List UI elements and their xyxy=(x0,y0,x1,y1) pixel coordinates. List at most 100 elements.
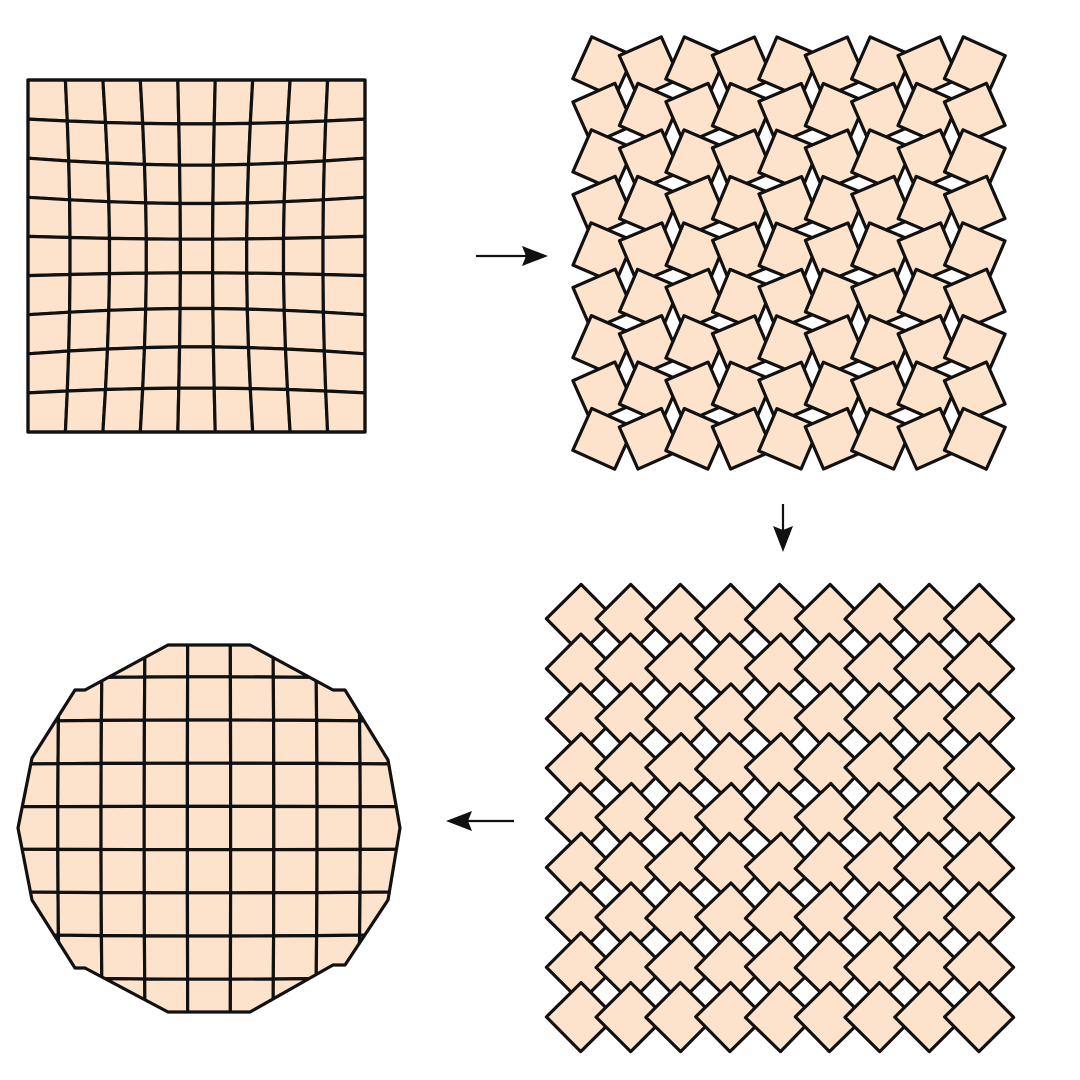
diamond-tile xyxy=(942,732,1016,805)
arrow-down xyxy=(773,504,793,552)
grid-cell xyxy=(248,78,292,126)
grid-cell xyxy=(56,761,103,809)
rotated-tile xyxy=(664,406,729,471)
warped-square-grid xyxy=(26,78,367,434)
rotated-tile xyxy=(942,360,1007,425)
grid-cell xyxy=(321,156,367,202)
grid-cell xyxy=(177,345,216,390)
diamond-tile xyxy=(942,931,1016,1004)
grid-cell xyxy=(67,308,111,353)
grid-cell xyxy=(178,271,215,311)
grid-cell xyxy=(101,78,145,126)
grid-cell xyxy=(142,718,190,765)
rotated-tile xyxy=(942,406,1007,471)
grid-cell xyxy=(18,933,61,980)
grid-cell xyxy=(99,890,146,938)
grid-cell xyxy=(358,762,400,809)
grid-cell xyxy=(211,345,252,391)
grid-cell xyxy=(281,235,325,277)
grid-cell xyxy=(63,387,108,434)
grid-cell xyxy=(185,891,233,938)
grid-cell xyxy=(229,804,276,852)
grid-cell xyxy=(107,200,148,241)
grid-cell xyxy=(142,761,189,809)
rotated-tile xyxy=(571,406,636,471)
arrow-right xyxy=(476,246,548,266)
grid-cell xyxy=(324,78,367,123)
diamond-tile xyxy=(644,980,717,1054)
grid-cell xyxy=(176,78,217,126)
grid-cell xyxy=(272,718,319,766)
grid-cell xyxy=(144,271,182,311)
grid-cell xyxy=(322,117,367,163)
grid-cell xyxy=(185,934,233,981)
grid-cell xyxy=(142,847,189,895)
grid-cell xyxy=(315,718,362,766)
grid-outline xyxy=(26,78,367,434)
grid-cell xyxy=(138,78,181,126)
grid-cell xyxy=(26,78,69,123)
rotating-squares-closed xyxy=(571,35,1007,471)
grid-cell xyxy=(185,847,233,895)
grid-cell xyxy=(356,975,400,1012)
grid-cell xyxy=(178,201,215,241)
grid-cell xyxy=(18,847,60,894)
grid-cell xyxy=(211,306,251,350)
grid-cell xyxy=(321,310,367,356)
grid-cell xyxy=(211,237,249,275)
grid-cell xyxy=(178,237,215,275)
grid-cell xyxy=(211,162,251,206)
grid-cell xyxy=(177,122,216,167)
grid-cell xyxy=(185,804,233,852)
grid-cell xyxy=(315,847,362,895)
diamond-tile xyxy=(843,980,916,1054)
grid-cell xyxy=(26,195,72,240)
rotating-squares-open xyxy=(544,582,1016,1054)
grid-cell xyxy=(178,306,215,349)
grid-cell xyxy=(176,386,217,434)
grid-cell xyxy=(281,198,325,240)
grid-cell xyxy=(357,933,400,980)
grid-cell xyxy=(178,163,215,206)
rotated-tile xyxy=(942,267,1007,332)
grid-cell xyxy=(246,120,290,166)
grid-cell xyxy=(186,977,232,1012)
grid-cell xyxy=(141,345,182,391)
grid-cell xyxy=(26,272,72,317)
grid-cell xyxy=(142,162,182,206)
diamond-tile xyxy=(942,632,1016,705)
grid-cell xyxy=(283,347,328,393)
grid-cell xyxy=(321,234,367,278)
grid-cell xyxy=(212,78,255,126)
grid-cell xyxy=(101,387,145,434)
grid-cell xyxy=(271,933,319,981)
grid-cell xyxy=(324,389,367,434)
grid-cell xyxy=(56,847,103,895)
circular-grid xyxy=(16,643,402,1014)
grid-cell xyxy=(229,847,276,895)
diamond-tile xyxy=(942,831,1016,904)
grid-cell xyxy=(56,804,103,852)
grid-cell xyxy=(281,272,325,314)
grid-cell xyxy=(245,200,286,241)
grid-cell xyxy=(26,156,72,202)
grid-cell xyxy=(144,237,182,275)
diamond-tile xyxy=(942,980,1016,1054)
grid-cell xyxy=(18,676,61,723)
grid-cell xyxy=(68,235,112,277)
grid-cell xyxy=(314,976,361,1012)
grid-cell xyxy=(18,975,62,1012)
grid-cell xyxy=(103,346,147,392)
grid-cell xyxy=(228,934,276,981)
grid-cell xyxy=(315,890,362,938)
grid-cell xyxy=(100,976,147,1012)
grid-cell xyxy=(103,120,147,166)
grid-cell xyxy=(358,890,400,937)
grid-cell xyxy=(245,236,286,276)
grid-cell xyxy=(211,271,249,311)
grid-cell xyxy=(282,308,326,353)
grid-cell xyxy=(56,890,104,938)
grid-cell xyxy=(321,272,367,317)
grid-cell xyxy=(211,201,249,241)
